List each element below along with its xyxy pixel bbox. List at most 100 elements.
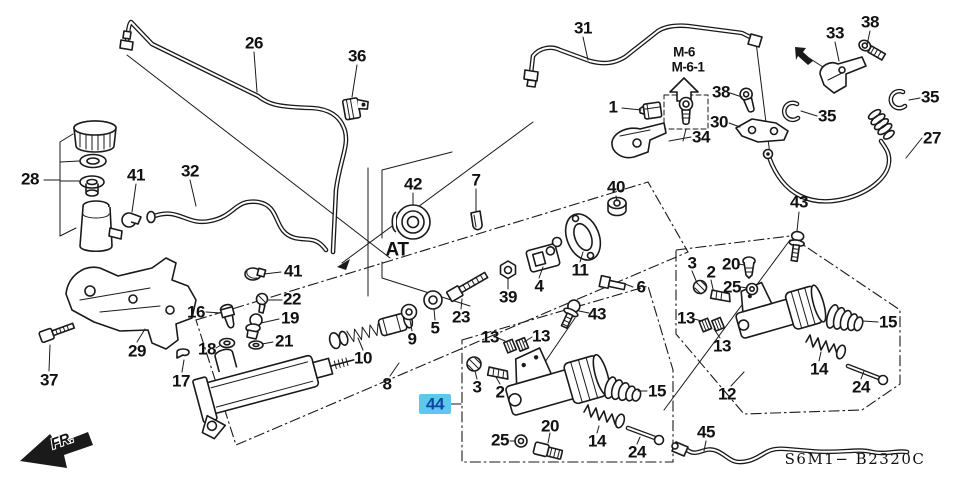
callout-28: 28 [21, 170, 39, 189]
bolt-37 [38, 322, 76, 344]
pin-7 [470, 210, 483, 231]
cap-3-a [466, 356, 482, 372]
fitting-16 [219, 303, 236, 329]
callout-14-a: 14 [588, 432, 607, 451]
group-44-box [461, 285, 674, 463]
callout-11: 11 [572, 261, 589, 280]
callout-m6-1: M-6-1 [672, 60, 706, 75]
spring-14-a [583, 404, 626, 429]
callout-13-a: 13 [481, 328, 499, 347]
callout-10: 10 [354, 349, 372, 368]
rod-24-a [625, 425, 665, 446]
callout-43-right: 43 [790, 193, 808, 212]
bolt-38-m6 [678, 96, 694, 126]
bolt-38-pivot [739, 87, 755, 113]
piston-kit-10 [328, 311, 414, 350]
reservoir-tank [79, 200, 123, 253]
callout-34: 34 [692, 128, 711, 147]
callout-32: 32 [181, 162, 199, 181]
clutch-pipe-31 [523, 26, 763, 88]
callout-4: 4 [535, 277, 545, 296]
callout-1: 1 [609, 98, 618, 117]
pedal-bracket-29 [65, 257, 197, 350]
bolt-6 [598, 274, 627, 291]
callout-code: S6M1− B2320C [785, 450, 926, 468]
callout-13-c: 13 [677, 309, 695, 328]
clevis-4 [525, 236, 563, 273]
clip-41-left [121, 212, 142, 228]
highlight-44-badge [419, 394, 451, 414]
callout-17: 17 [172, 372, 190, 391]
callout-16: 16 [187, 303, 205, 322]
gasket-11 [564, 213, 602, 261]
bracket-34 [611, 122, 667, 159]
bracket-30 [735, 118, 789, 143]
clip-17 [176, 348, 190, 359]
callout-21: 21 [275, 332, 293, 351]
m6-reference [669, 77, 755, 126]
clutch-hose-27 [762, 108, 895, 201]
callout-42: 42 [404, 175, 422, 194]
callout-41-right: 41 [284, 262, 302, 281]
boot-15-b [825, 303, 864, 332]
callout-41-left: 41 [127, 166, 145, 185]
callout-24-a: 24 [628, 443, 647, 462]
callout-m6: M-6 [673, 45, 696, 60]
callout-35-left: 35 [818, 107, 836, 126]
callout-8: 8 [383, 375, 392, 394]
callout-3-a: 3 [473, 378, 482, 397]
callout-20-b: 20 [722, 255, 740, 274]
screw-22 [255, 292, 269, 314]
bleed-hose-45 [671, 441, 907, 462]
callout-13-b: 13 [532, 327, 550, 346]
callout-30: 30 [710, 113, 728, 132]
callout-43-center: 43 [588, 305, 606, 324]
bleeder-20-b [742, 256, 756, 279]
callout-26: 26 [245, 34, 263, 53]
master-cylinder-8 [192, 348, 355, 440]
leader-lines [43, 30, 923, 452]
callout-31: 31 [574, 19, 592, 38]
washer-21 [248, 340, 264, 350]
connector-arrowhead [337, 259, 350, 270]
callout-45: 45 [697, 423, 715, 442]
clip-36 [341, 97, 369, 121]
clip-35-right [891, 91, 905, 108]
callout-9: 9 [408, 330, 417, 349]
callout-40: 40 [607, 178, 625, 197]
callout-23: 23 [452, 308, 470, 327]
slave-cylinder-44 [466, 336, 665, 460]
seal-5 [423, 290, 443, 310]
callout-25-b: 25 [723, 278, 741, 297]
grommet-42 [391, 204, 431, 240]
callout-29: 29 [128, 342, 146, 361]
callout-at: AT [386, 240, 410, 261]
callout-13-d: 13 [713, 337, 731, 356]
nut-25-a [514, 434, 528, 448]
callout-38-right: 38 [861, 13, 879, 32]
callout-38-m6: 38 [712, 83, 730, 102]
callout-7: 7 [472, 171, 481, 190]
clip-41-right [244, 267, 267, 281]
clutch-pipe-26 [119, 22, 346, 252]
reservoir-28 [73, 120, 123, 253]
callout-39: 39 [499, 288, 517, 307]
boot-15-a [603, 376, 642, 402]
bolt-43-right [788, 230, 805, 263]
nut-39 [499, 260, 517, 280]
bleeder-20-a [532, 441, 564, 460]
callout-3-b: 3 [688, 254, 697, 273]
cap-3-b [692, 279, 708, 295]
clip-35-left [784, 103, 798, 120]
callout-25-a: 25 [491, 431, 509, 450]
spring-pin-2-b [709, 289, 731, 303]
callout-37: 37 [40, 371, 58, 390]
callout-35-right: 35 [921, 88, 939, 107]
screw-38-right [858, 39, 887, 61]
callout-27: 27 [923, 129, 941, 148]
callout-15-a: 15 [648, 382, 666, 401]
valve-19 [245, 313, 263, 340]
